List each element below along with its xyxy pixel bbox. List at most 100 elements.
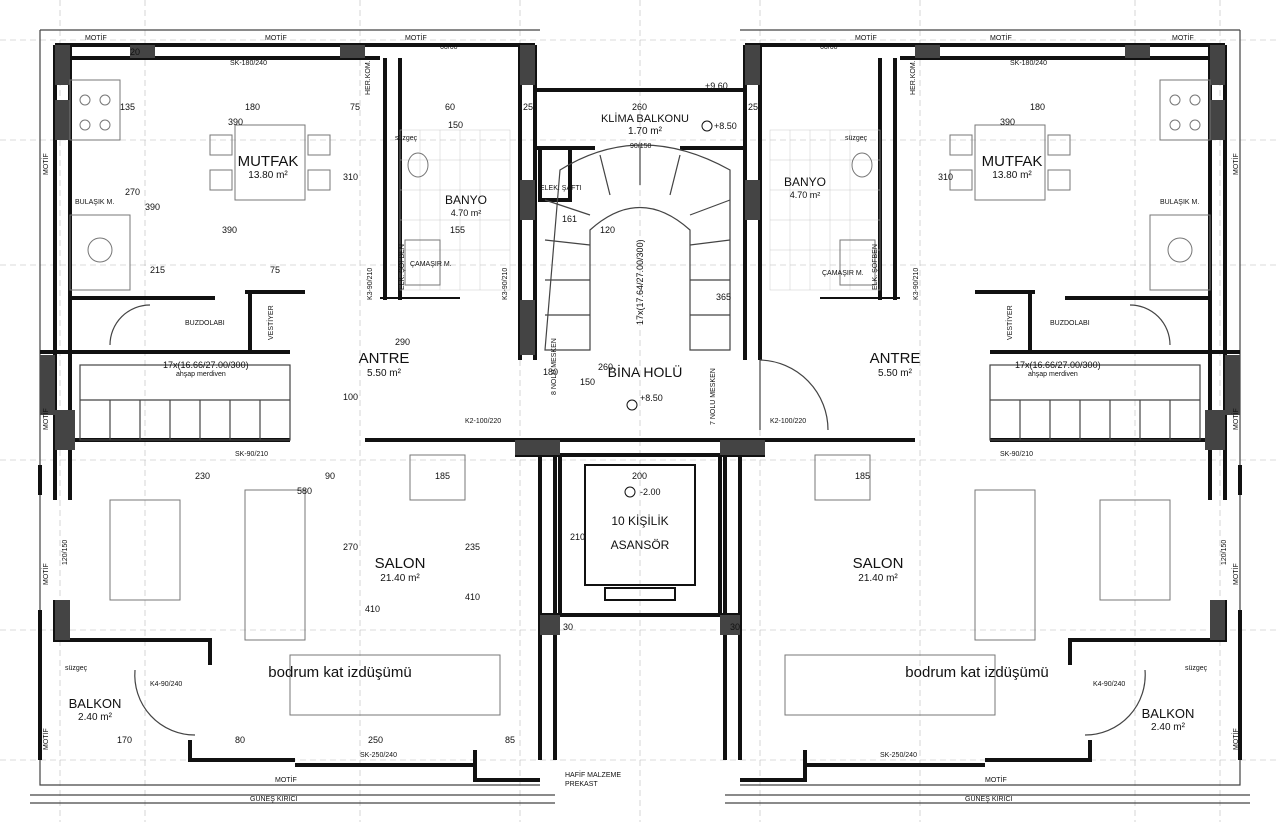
herkom-left: HER.KOM.: [365, 60, 372, 95]
bathroom-tiles: [399, 129, 881, 291]
door-k4-right: K4-90/240: [1093, 681, 1125, 688]
dim-living-d-left: 235: [465, 542, 480, 552]
dim-living-e-left: 410: [465, 592, 480, 602]
room-area-salon-left: 21.40 m²: [380, 573, 420, 584]
dishwasher-left: BULAŞIK M.: [75, 199, 114, 206]
motif-top-right-3: MOTİF: [1172, 33, 1194, 42]
room-name-antre-right: ANTRE: [870, 350, 921, 367]
door-sk250-right: SK-250/240: [880, 752, 917, 759]
door-k3-right: K3-90/210: [913, 268, 920, 300]
level-top: +9.60: [705, 81, 728, 91]
stair-notes: 17x(17.64/27.00/300) 17x(16.66/27.00/300…: [163, 239, 1101, 425]
dim-lift-width: 200: [632, 471, 647, 481]
room-name-bina-holu: BİNA HOLÜ: [608, 363, 683, 380]
dim-living-width-left: 410: [365, 604, 380, 614]
motif-side-right-3: MOTİF: [1231, 563, 1240, 585]
stair-left-spec: 17x(16.66/27.00/300): [163, 360, 249, 370]
heater-left: ELK. ŞOFBEN: [399, 244, 406, 290]
door-tags: K2-100/220 K2-100/220 SK-90/210 SK-90/21…: [62, 44, 1228, 759]
window-left: 60/60: [440, 44, 458, 51]
room-area-banyo-right: 4.70 m²: [790, 190, 821, 200]
balcony-window-right: 120/150: [1221, 540, 1228, 565]
washer-right: ÇAMAŞIR M.: [822, 270, 864, 277]
dim-kitchen-width-right: 390: [1000, 117, 1015, 127]
sun-breaker-left: GÜNEŞ KIRICI: [250, 795, 298, 803]
motif-side-left-3: MOTİF: [41, 563, 50, 585]
motif-top-left-2: MOTİF: [265, 33, 287, 42]
room-name-antre-left: ANTRE: [359, 350, 410, 367]
dim-entry-height-left: 100: [343, 392, 358, 402]
room-name-balkon-right: BALKON: [1142, 706, 1195, 721]
dim-kitchen-top1-left: 135: [120, 102, 135, 112]
drain-right: süzgeç: [845, 135, 868, 142]
room-area-balkon-right: 2.40 m²: [1151, 722, 1186, 733]
motif-top-right-2: MOTİF: [990, 33, 1012, 42]
room-name-mutfak-right: MUTFAK: [982, 153, 1043, 170]
room-area-balkon-left: 2.40 m²: [78, 712, 113, 723]
precast: PREKAST: [565, 781, 598, 788]
outer-outline: [30, 29, 1250, 804]
cloakroom-left: VESTİYER: [266, 305, 275, 340]
dim-living-c-left: 185: [435, 471, 450, 481]
room-area-mutfak-left: 13.80 m²: [248, 170, 288, 181]
dim-hall-c: 150: [580, 377, 595, 387]
door-sk90-right: SK-90/210: [1000, 451, 1033, 458]
dim-col-30-left: 30: [563, 622, 573, 632]
window-mid: 90/150: [630, 143, 652, 150]
washer-left: ÇAMAŞIR M.: [410, 261, 452, 268]
stair-left-note: ahşap merdiven: [176, 371, 226, 378]
dim-col-25-left: 25: [523, 102, 533, 112]
motif-side-left-1: MOTİF: [41, 153, 50, 175]
dim-balcony-width-left: 170: [117, 735, 132, 745]
fridge-left: BUZDOLABI: [185, 320, 225, 327]
projection-label-right: bodrum kat izdüşümü: [905, 664, 1048, 681]
door-k2-left: K2-100/220: [465, 418, 501, 425]
dim-col-25-right: 25: [748, 102, 758, 112]
stair-right-note: ahşap merdiven: [1028, 371, 1078, 378]
door-sk180-left: SK-180/240: [230, 60, 267, 67]
fridge-right: BUZDOLABI: [1050, 320, 1090, 327]
motif-side-right-1: MOTİF: [1231, 153, 1240, 175]
sun-breaker-right: GÜNEŞ KIRICI: [965, 795, 1013, 803]
stair-main-spec: 17x(17.64/27.00/300): [635, 239, 645, 325]
door-sk90-left: SK-90/210: [235, 451, 268, 458]
misc-labels: MOTİF MOTİF MOTİF MOTİF MOTİF MOTİF MOTİ…: [41, 33, 1240, 803]
room-name-klima: KLİMA BALKONU: [601, 112, 689, 125]
motif-side-right-2: MOTİF: [1231, 408, 1240, 430]
herkom-right: HER.KOM.: [910, 60, 917, 95]
drain-left: süzgeç: [395, 135, 418, 142]
room-labels: MUTFAK 13.80 m² MUTFAK 13.80 m² BANYO 4.…: [69, 112, 1195, 733]
dim-living-c-right: 185: [855, 471, 870, 481]
dimensions: 390 180 270 390 390 215 75 135 75 310 15…: [117, 47, 1045, 745]
dim-kitchen-height-left: 270: [125, 187, 140, 197]
dim-lift-height: 210: [570, 532, 585, 542]
motif-top-left-3: MOTİF: [405, 33, 427, 42]
motif-top-left-1: MOTİF: [85, 33, 107, 42]
dim-bath-height-left: 155: [450, 225, 465, 235]
structural-columns: [40, 45, 1240, 640]
dim-balcony-b-left: 80: [235, 735, 245, 745]
dim-col-30-right: 30: [730, 622, 740, 632]
stair-right-spec: 17x(16.66/27.00/300): [1015, 360, 1101, 370]
level-klima: +8.50: [714, 121, 737, 131]
window-right: 60/60: [820, 44, 838, 51]
balcony-window-left: 120/150: [62, 540, 69, 565]
dim-bath-top-left: 60: [445, 102, 455, 112]
dim-klima-width: 260: [632, 102, 647, 112]
dim-kitchen-top2-left: 75: [350, 102, 360, 112]
dim-balcony-c-left: 250: [368, 735, 383, 745]
motif-side-left-4: MOTİF: [41, 728, 50, 750]
light-material: HAFİF MALZEME: [565, 770, 621, 779]
motif-bottom-right: MOTİF: [985, 775, 1007, 784]
room-area-antre-left: 5.50 m²: [367, 368, 402, 379]
dim-hall-d: 365: [716, 292, 731, 302]
door-sk180-right: SK-180/240: [1010, 60, 1047, 67]
level-marks: +9.60 +8.50 +8.50 -2.00: [624, 81, 737, 498]
dim-kitchen-width-left: 390: [228, 117, 243, 127]
room-area-salon-right: 21.40 m²: [858, 573, 898, 584]
lift-label-line1: 10 KİŞİLİK: [611, 514, 668, 528]
room-area-antre-right: 5.50 m²: [878, 368, 913, 379]
cloakroom-right: VESTİYER: [1005, 305, 1014, 340]
